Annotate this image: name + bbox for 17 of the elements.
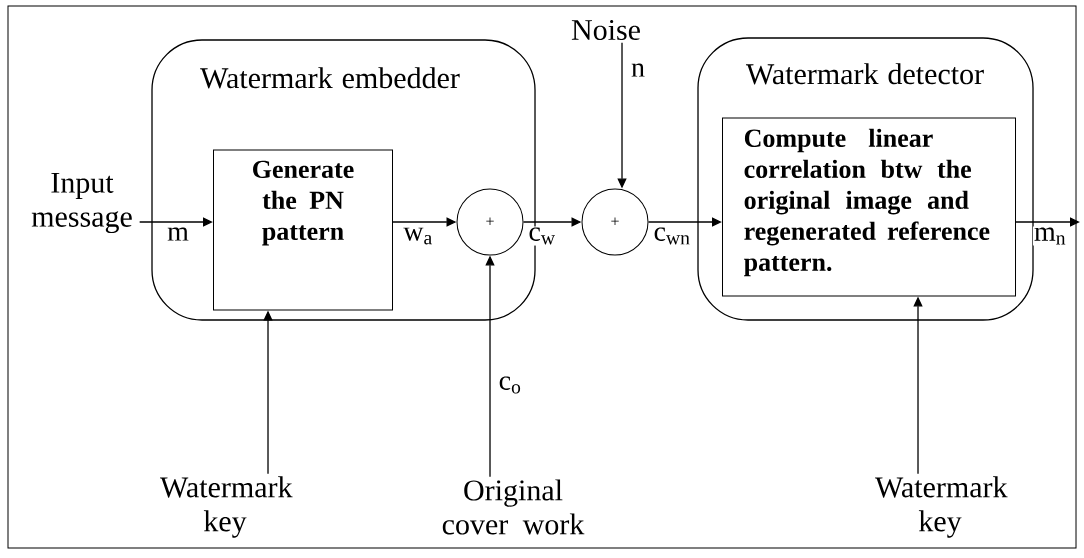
- input-label: Watermark key: [160, 476, 293, 538]
- edge-label: c$_{o}$: [497, 375, 523, 395]
- arrow: [1015, 217, 1080, 227]
- input-label: Noise: [571, 19, 640, 41]
- edge-label: c$_{w}$: [527, 226, 557, 246]
- process-box: Compute linear correlation btw the original image and regenerated reference pattern.: [722, 117, 1016, 297]
- edge-label: m: [166, 226, 190, 242]
- edge-label: m$_{n}$: [1032, 226, 1068, 246]
- input-label: Original cover work: [442, 479, 585, 535]
- input-label: Input message: [31, 172, 132, 234]
- edge-label: w$_{a}$: [402, 226, 434, 246]
- edge-label: c$_{wn}$: [652, 226, 692, 246]
- edge-label: n: [630, 62, 646, 78]
- arrow: [139, 217, 213, 227]
- input-label: Watermark key: [875, 476, 1008, 538]
- process-box: Generate the PN pattern: [213, 149, 393, 311]
- arrow: [647, 217, 722, 227]
